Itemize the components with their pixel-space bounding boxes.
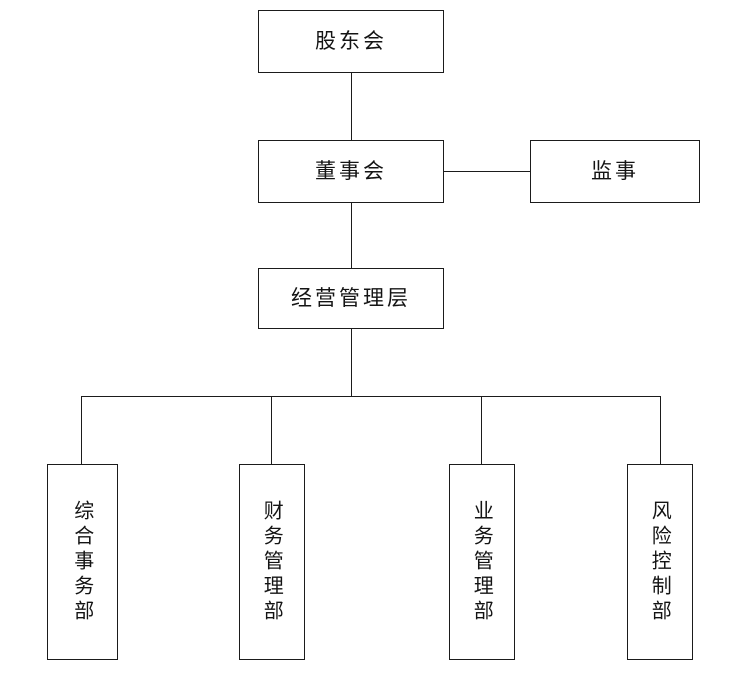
node-management-label: 经营管理层 [291,285,411,310]
edge-board-to-management [351,203,352,268]
edge-board-to-supervisor [444,171,530,172]
edge-bus-to-general-affairs [81,396,82,464]
edge-bus-to-risk-control [660,396,661,464]
edge-bus-to-finance [271,396,272,464]
node-board-of-directors[interactable]: 董事会 [258,140,444,203]
node-risk-control-department-label: 风险控制部 [648,499,673,625]
node-business-department[interactable]: 业务管理部 [449,464,515,660]
node-business-department-label: 业务管理部 [470,499,495,625]
node-supervisor-label: 监事 [591,158,639,183]
node-general-affairs-department-label: 综合事务部 [70,499,95,625]
node-board-of-directors-label: 董事会 [315,158,387,183]
node-management[interactable]: 经营管理层 [258,268,444,329]
edge-management-stem [351,329,352,397]
node-shareholders[interactable]: 股东会 [258,10,444,73]
node-general-affairs-department[interactable]: 综合事务部 [47,464,118,660]
edge-department-bus [81,396,661,397]
node-shareholders-label: 股东会 [315,28,387,53]
node-supervisor[interactable]: 监事 [530,140,700,203]
node-finance-department-label: 财务管理部 [260,499,285,625]
edge-shareholders-to-board [351,73,352,140]
node-finance-department[interactable]: 财务管理部 [239,464,305,660]
node-risk-control-department[interactable]: 风险控制部 [627,464,693,660]
edge-bus-to-business [481,396,482,464]
